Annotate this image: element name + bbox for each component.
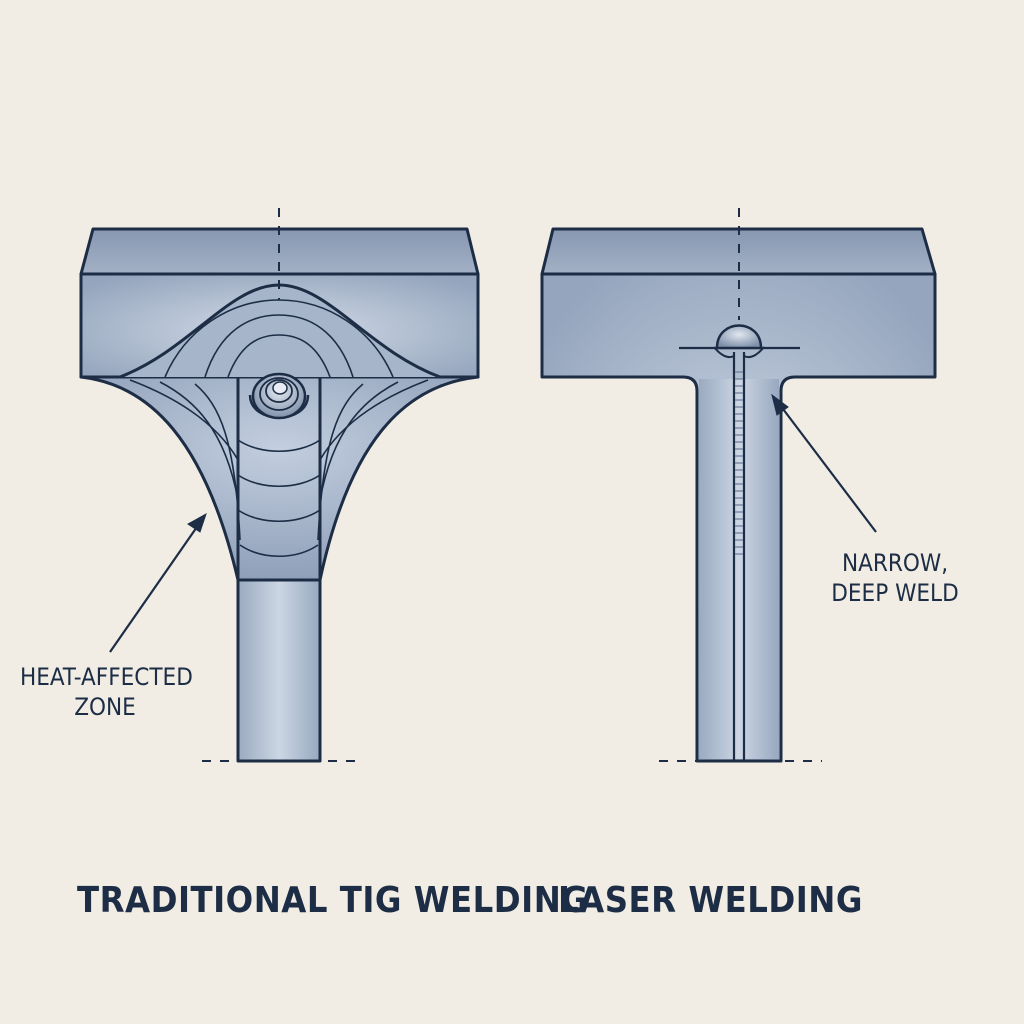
laser-callout-label: NARROW, DEEP WELD — [830, 548, 960, 608]
tig-guide-lines — [202, 208, 362, 762]
tig-contour-lines — [129, 299, 429, 558]
tig-callout-line2: ZONE — [74, 693, 136, 721]
laser-weld-ripples — [735, 371, 743, 555]
laser-callout-arrow — [771, 393, 877, 533]
tig-callout-line1: HEAT-AFFECTED — [20, 663, 193, 691]
tig-weld-pool — [248, 372, 310, 420]
tig-callout-arrow — [109, 512, 207, 653]
laser-guide-lines — [659, 208, 822, 762]
laser-caption: LASER WELDING — [558, 880, 863, 921]
laser-callout-line2: DEEP WELD — [831, 579, 959, 607]
laser-callout-line1: NARROW, — [841, 549, 949, 577]
laser-weld-channel — [713, 346, 765, 761]
laser-weld-illustration — [540, 227, 937, 763]
tig-callout-label: HEAT-AFFECTED ZONE — [20, 662, 193, 722]
tig-caption: TRADITIONAL TIG WELDING — [77, 880, 589, 921]
laser-weld-bead — [715, 324, 763, 350]
